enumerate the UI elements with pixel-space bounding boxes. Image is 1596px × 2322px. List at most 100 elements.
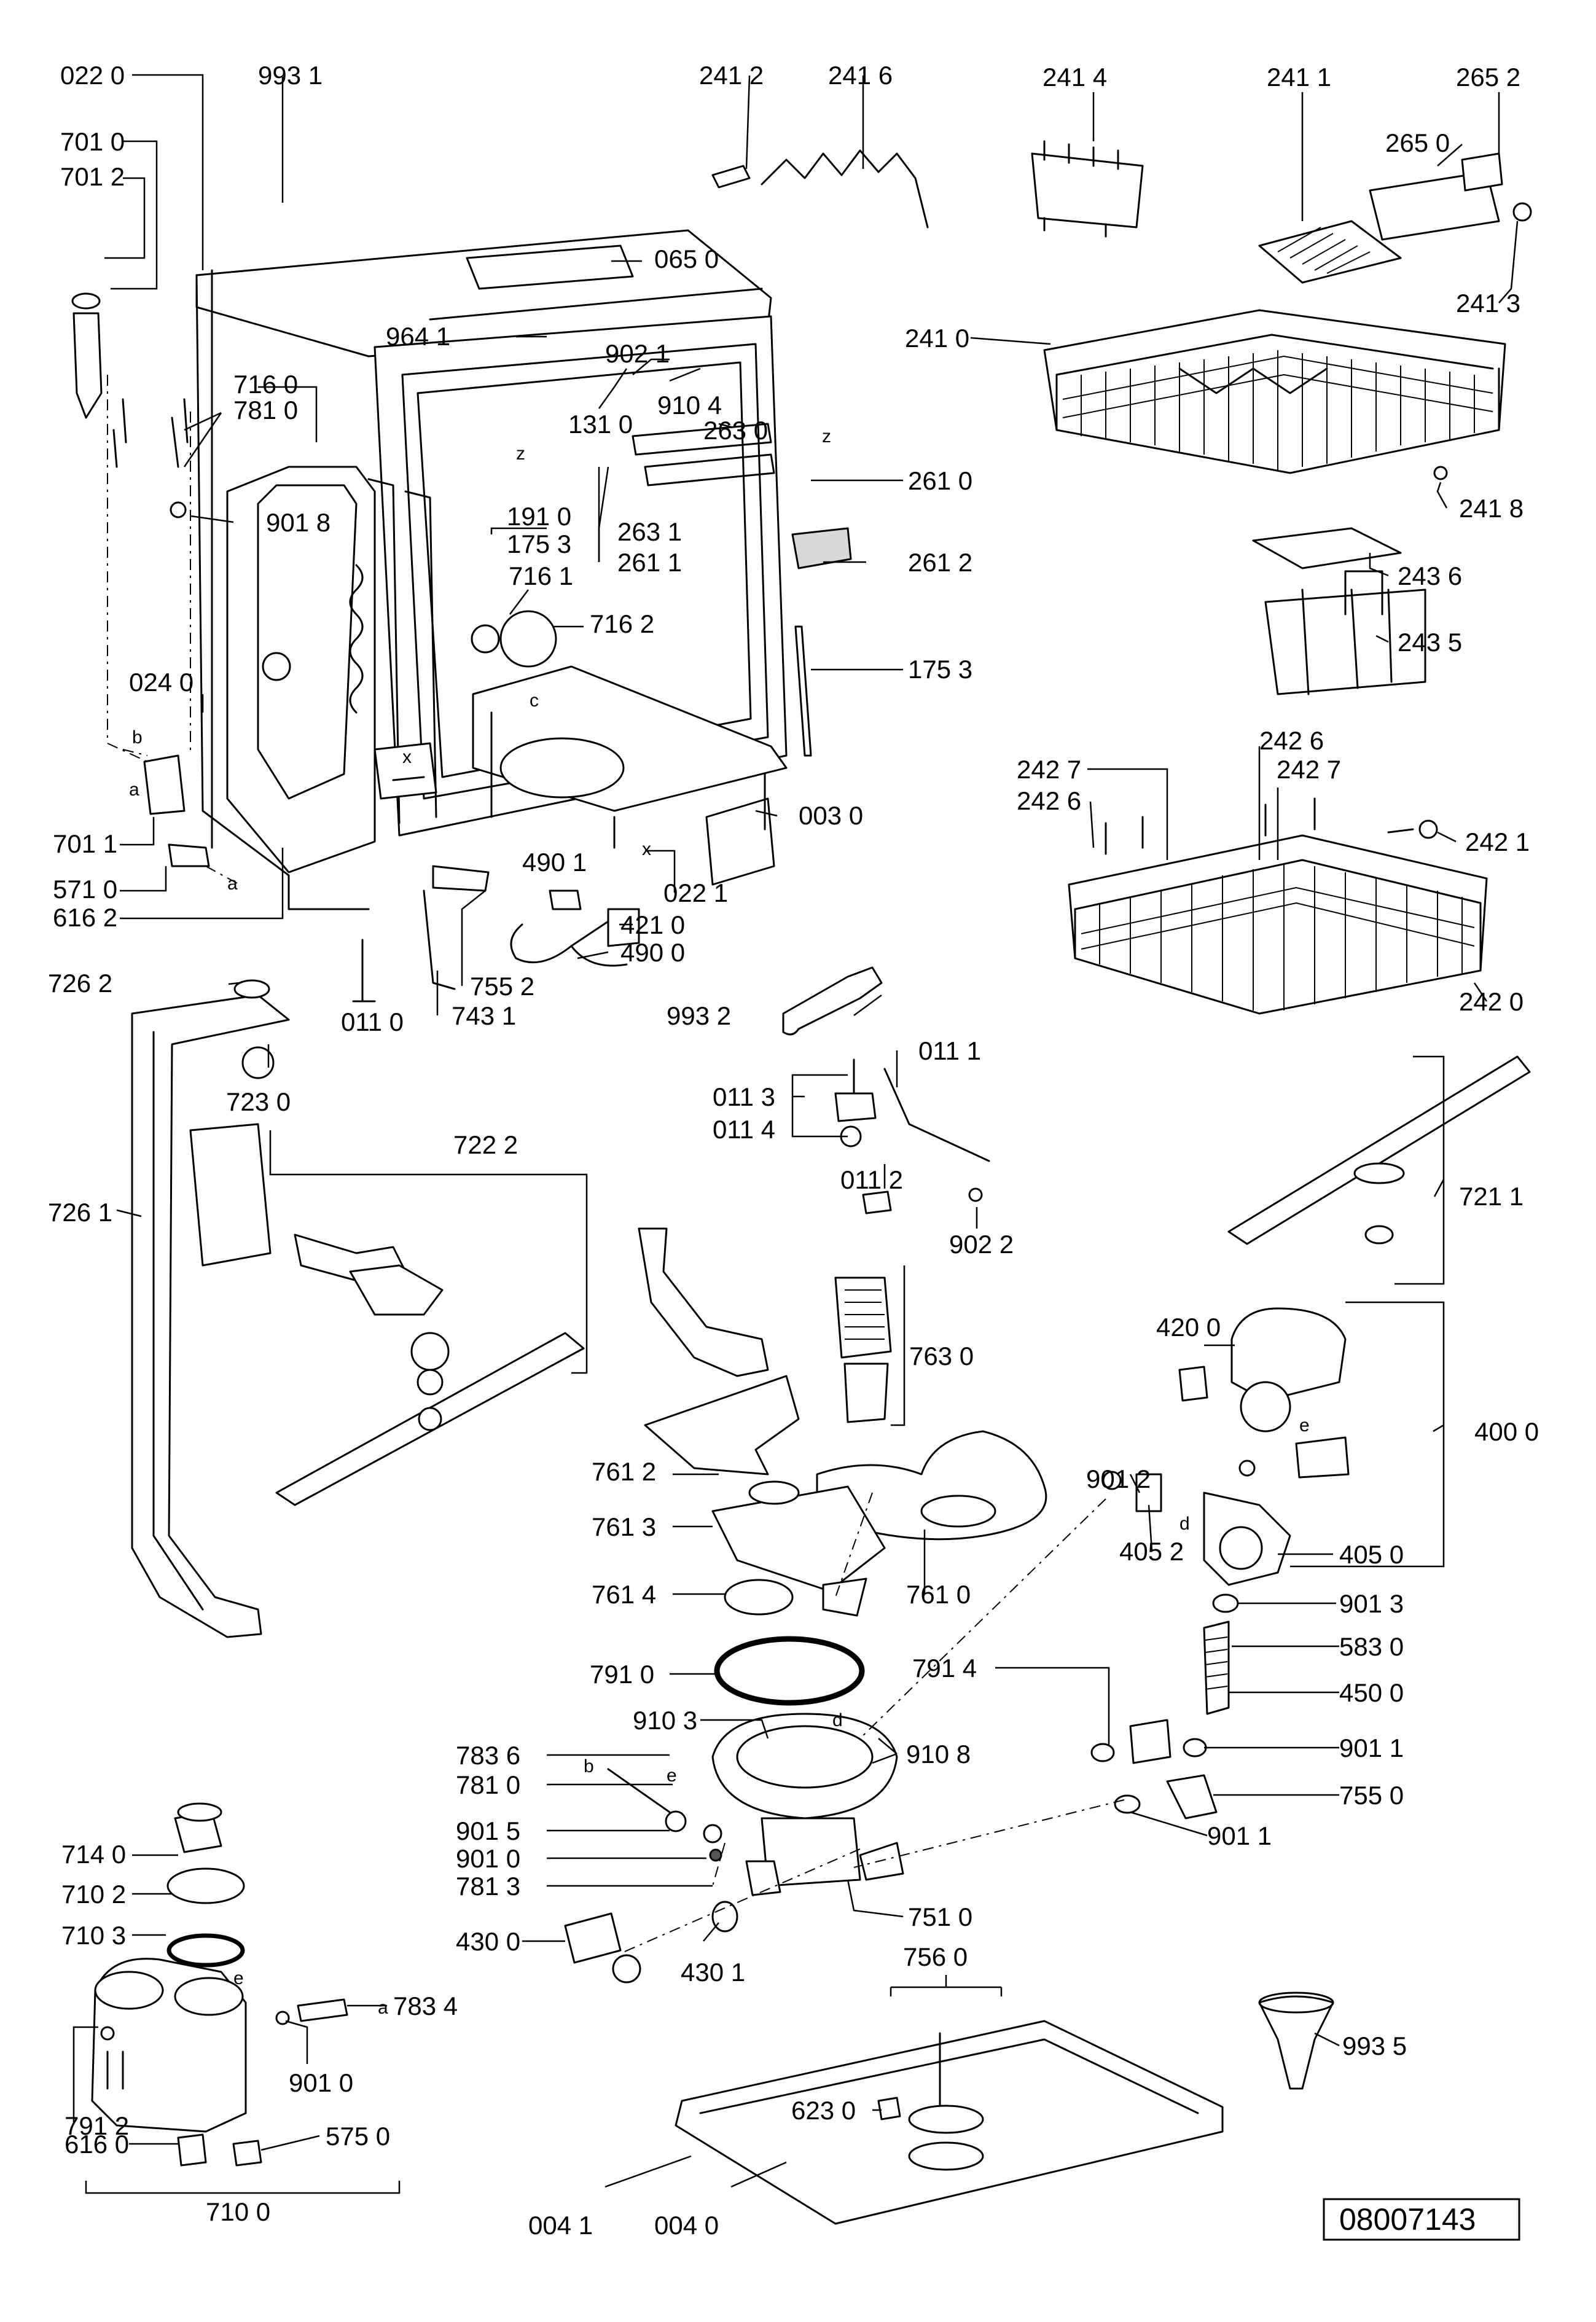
label-265-0: 265 0: [1385, 128, 1450, 157]
letter-a2: a: [227, 874, 238, 894]
label-003-0: 003 0: [799, 801, 863, 830]
wash-pump-icon: [1102, 1307, 1350, 1586]
letter-e2: e: [233, 1968, 244, 1988]
label-400-0: 400 0: [1474, 1417, 1539, 1446]
label-701-0: 701 0: [60, 127, 125, 156]
label-710-2: 710 2: [61, 1880, 126, 1909]
label-004-0: 004 0: [654, 2211, 719, 2240]
label-583-0: 583 0: [1339, 1632, 1404, 1661]
sump-housing-parts: [564, 1713, 904, 1984]
label-791-2: 791 2: [65, 2111, 129, 2140]
label-575-0: 575 0: [326, 2122, 390, 2151]
upper-basket-icon: [1043, 309, 1506, 474]
label-761-4: 761 4: [592, 1580, 656, 1609]
wrench-icon: [782, 966, 883, 1036]
label-430-0: 430 0: [456, 1927, 520, 1956]
label-430-1: 430 1: [681, 1958, 745, 1987]
cup-shelf-parts: [711, 140, 1532, 480]
label-756-0: 756 0: [903, 1942, 968, 1971]
label-011-0: 011 0: [341, 1007, 404, 1036]
funnel-icon: [1258, 1992, 1334, 2090]
label-901-5: 901 5: [456, 1816, 520, 1845]
letter-a: a: [129, 780, 139, 800]
letter-b2: b: [584, 1756, 594, 1777]
label-261-2: 261 2: [908, 548, 972, 577]
label-714-0: 714 0: [61, 1840, 126, 1869]
drawing-number: 08007143: [1339, 2202, 1476, 2237]
letter-d: d: [1179, 1514, 1190, 1534]
label-241-1: 241 1: [1267, 63, 1331, 92]
label-791-4: 791 4: [912, 1654, 977, 1683]
label-131-0: 131 0: [568, 410, 633, 439]
label-261-0: 261 0: [908, 466, 972, 495]
label-910-3: 910 3: [633, 1706, 697, 1735]
label-721-1: 721 1: [1459, 1182, 1524, 1211]
label-993-5: 993 5: [1342, 2031, 1407, 2060]
letter-x2: x: [642, 839, 651, 859]
label-781-3: 781 3: [456, 1872, 520, 1901]
dishwasher-tub-icon: [195, 229, 852, 910]
label-910-4: 910 4: [657, 391, 722, 420]
label-022-1: 022 1: [663, 878, 728, 907]
drawing-number-box: [1323, 2198, 1520, 2241]
label-405-2: 405 2: [1119, 1537, 1184, 1566]
label-450-0: 450 0: [1339, 1678, 1404, 1707]
letter-c: c: [530, 690, 539, 711]
label-243-6: 243 6: [1398, 561, 1462, 590]
label-901-1b: 901 1: [1207, 1821, 1272, 1850]
label-004-1: 004 1: [528, 2211, 593, 2240]
label-910-8: 910 8: [906, 1740, 971, 1769]
label-241-4: 241 4: [1042, 63, 1107, 92]
label-242-1: 242 1: [1465, 827, 1530, 856]
label-263-1: 263 1: [617, 517, 682, 546]
label-993-1: 993 1: [258, 61, 323, 90]
label-265-2: 265 2: [1456, 63, 1520, 92]
label-726-2: 726 2: [48, 969, 112, 998]
label-783-6: 783 6: [456, 1741, 520, 1770]
label-701-2: 701 2: [60, 162, 125, 191]
connector-letters: z z x c b a a x d d e b e e a: [129, 426, 1310, 2018]
label-242-0: 242 0: [1459, 987, 1524, 1016]
label-761-3: 761 3: [592, 1512, 656, 1541]
label-755-0: 755 0: [1339, 1781, 1404, 1810]
label-726-1: 726 1: [48, 1198, 112, 1227]
float-switch-parts: [510, 889, 640, 967]
cutlery-basket-parts: [1252, 527, 1426, 695]
inlet-valve-parts: [71, 292, 490, 1003]
label-716-2: 716 2: [590, 609, 654, 638]
leveling-foot-parts: [834, 1058, 990, 1214]
label-011-2: 011 2: [840, 1165, 903, 1194]
label-024-0: 024 0: [129, 668, 194, 697]
label-191-0: 191 0: [507, 502, 571, 531]
label-241-6: 241 6: [828, 61, 893, 90]
letter-b: b: [132, 727, 143, 748]
label-902-1: 902 1: [605, 339, 670, 368]
label-241-0: 241 0: [905, 324, 969, 353]
label-716-1: 716 1: [509, 561, 573, 590]
spray-arm-icon: [275, 1055, 1531, 1506]
label-901-8: 901 8: [266, 508, 331, 537]
label-781-0: 781 0: [233, 396, 298, 424]
label-902-2: 902 2: [949, 1230, 1014, 1259]
label-242-6: 242 6: [1259, 726, 1324, 755]
label-420-0: 420 0: [1156, 1313, 1221, 1342]
base-plate-icon: [675, 2020, 1224, 2225]
part-labels: 022 0 993 1 701 0 701 2 716 0 781 0 901 …: [48, 61, 1539, 2240]
letter-e: e: [667, 1765, 677, 1786]
label-993-2: 993 2: [667, 1001, 731, 1030]
label-490-0: 490 0: [620, 938, 685, 967]
label-242-6b: 242 6: [1017, 786, 1081, 815]
label-011-4: 011 4: [713, 1115, 775, 1144]
label-791-0: 791 0: [590, 1660, 654, 1689]
label-261-1: 261 1: [617, 548, 682, 577]
label-743-1: 743 1: [452, 1001, 516, 1030]
label-405-0: 405 0: [1339, 1540, 1404, 1569]
label-241-2: 241 2: [699, 61, 764, 90]
label-723-0: 723 0: [226, 1087, 291, 1116]
label-011-3: 011 3: [713, 1082, 775, 1111]
leader-lines: [72, 74, 1519, 2194]
letter-a3: a: [378, 1998, 388, 2018]
label-901-1: 901 1: [1339, 1734, 1404, 1762]
label-243-5: 243 5: [1398, 628, 1462, 657]
